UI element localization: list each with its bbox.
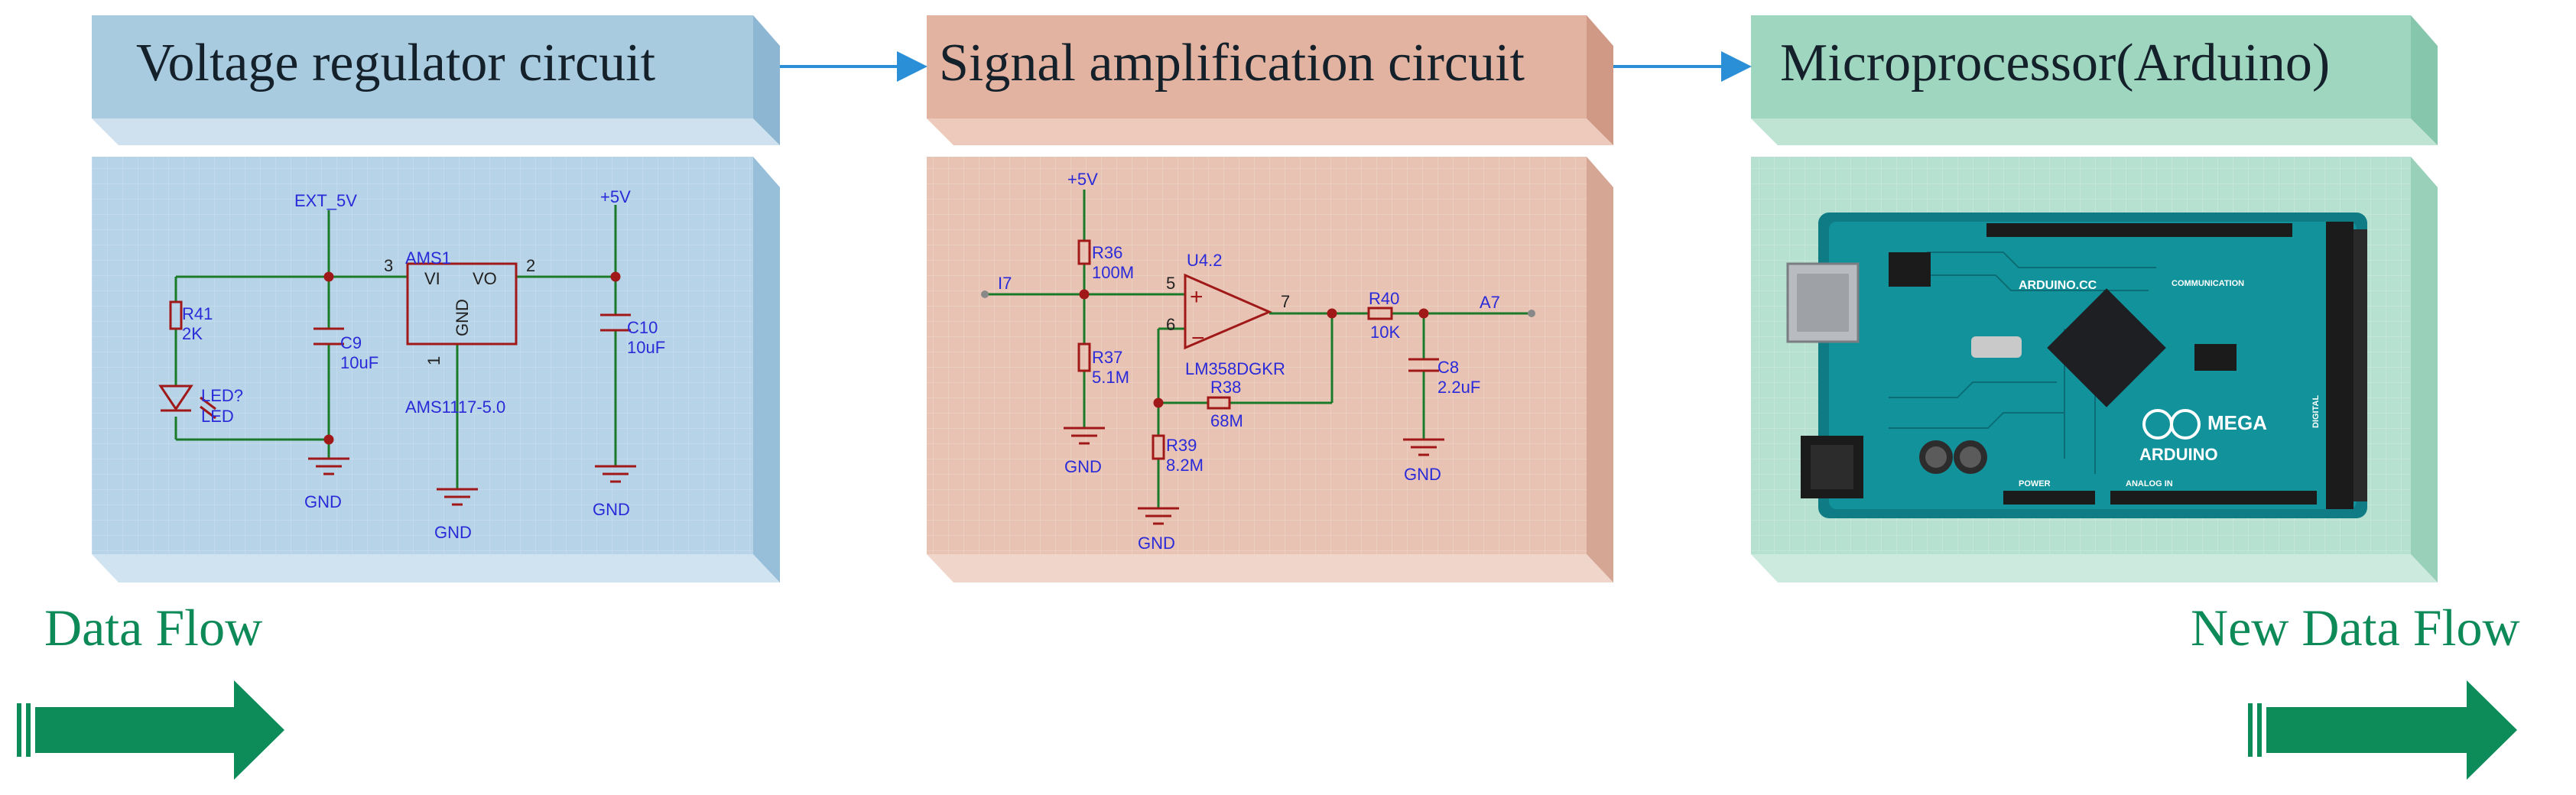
- amp-input-label: I7: [998, 274, 1012, 293]
- ams1-pin-vi: VI: [424, 269, 440, 288]
- communication-label: COMMUNICATION: [2172, 279, 2244, 288]
- mega-model-label: MEGA: [2207, 411, 2267, 434]
- stage-2-header-box: [927, 15, 1613, 145]
- ams1-pin-3: 3: [384, 256, 393, 275]
- arduino-cc-label: ARDUINO.CC: [2019, 279, 2097, 292]
- analog-in-label: ANALOG IN: [2126, 479, 2173, 488]
- gnd-label-3: GND: [593, 500, 630, 519]
- analog-header-bottom: [2110, 491, 2317, 505]
- r40-label: R40: [1369, 289, 1399, 308]
- power-header-bottom: [2003, 491, 2095, 505]
- r41-label: R41: [182, 304, 213, 323]
- stage-1-body-box: [92, 157, 780, 582]
- arduino-brand-label: ARDUINO: [2139, 445, 2218, 464]
- stage-3-header-box: [1751, 15, 2438, 145]
- r39-value: 8.2M: [1166, 456, 1204, 475]
- amp-gnd-label-2: GND: [1404, 465, 1441, 484]
- opamp-plus-sign: +: [1190, 284, 1204, 310]
- u42-label: U4.2: [1187, 251, 1222, 270]
- stage-3-title: Microprocessor(Arduino): [1780, 34, 2331, 92]
- data-flow-label: Data Flow: [44, 599, 263, 657]
- ams1117-part-label: AMS1117-5.0: [405, 398, 505, 417]
- ams1-pin-vo: VO: [473, 269, 497, 288]
- lm358-part-label: LM358DGKR: [1185, 359, 1285, 378]
- r38-value: 68M: [1210, 411, 1243, 430]
- plus5v-label: +5V: [600, 187, 631, 206]
- ams1-pin-2: 2: [526, 256, 535, 275]
- r41-value: 2K: [182, 324, 203, 343]
- stage-1-header-box: [92, 15, 780, 145]
- new-data-flow-label: New Data Flow: [2191, 599, 2520, 657]
- r36-value: 100M: [1092, 263, 1134, 282]
- microcontroller-chip: [2047, 288, 2166, 407]
- r37-value: 5.1M: [1092, 368, 1129, 387]
- opamp-minus-sign: −: [1191, 326, 1205, 351]
- ams1-label: AMS1: [405, 248, 451, 268]
- led-value-label: LED: [201, 407, 234, 426]
- r38-label: R38: [1210, 378, 1241, 397]
- r36-label: R36: [1092, 243, 1122, 262]
- c8-label: C8: [1437, 358, 1459, 377]
- c10-label: C10: [627, 318, 658, 337]
- r39-label: R39: [1166, 436, 1197, 455]
- data-flow-arrow: [17, 680, 284, 780]
- led-ref-label: LED?: [201, 386, 243, 405]
- c8-value: 2.2uF: [1437, 378, 1480, 397]
- gnd-label-2: GND: [434, 523, 472, 542]
- r40-value: 10K: [1370, 323, 1400, 342]
- digital-label: DIGITAL: [2311, 395, 2321, 428]
- new-data-flow-arrow: [2248, 680, 2517, 780]
- r37-label: R37: [1092, 348, 1122, 367]
- c9-value: 10uF: [340, 353, 378, 372]
- ext-5v-label: EXT_5V: [294, 191, 357, 210]
- ams1-pin-gnd: GND: [453, 299, 472, 336]
- power-label: POWER: [2019, 479, 2051, 488]
- amp-output-label: A7: [1480, 293, 1500, 312]
- stage-2-title: Signal amplification circuit: [939, 34, 1525, 92]
- opamp-pin-7: 7: [1281, 292, 1290, 311]
- gnd-label-1: GND: [304, 492, 342, 511]
- opamp-pin-6: 6: [1166, 315, 1175, 334]
- stage-2-body-box: [927, 157, 1613, 582]
- amp-gnd-label-1: GND: [1064, 457, 1102, 476]
- stage-1-title: Voltage regulator circuit: [136, 34, 656, 92]
- opamp-pin-5: 5: [1166, 274, 1175, 293]
- digital-header-right: [2326, 222, 2367, 509]
- amp-gnd-label-3: GND: [1138, 534, 1175, 553]
- c10-value: 10uF: [627, 338, 665, 357]
- amp-plus5v-label: +5V: [1067, 170, 1098, 189]
- ams1-pin-1: 1: [424, 356, 443, 365]
- c9-label: C9: [340, 333, 362, 352]
- digital-header-top: [1986, 223, 2292, 237]
